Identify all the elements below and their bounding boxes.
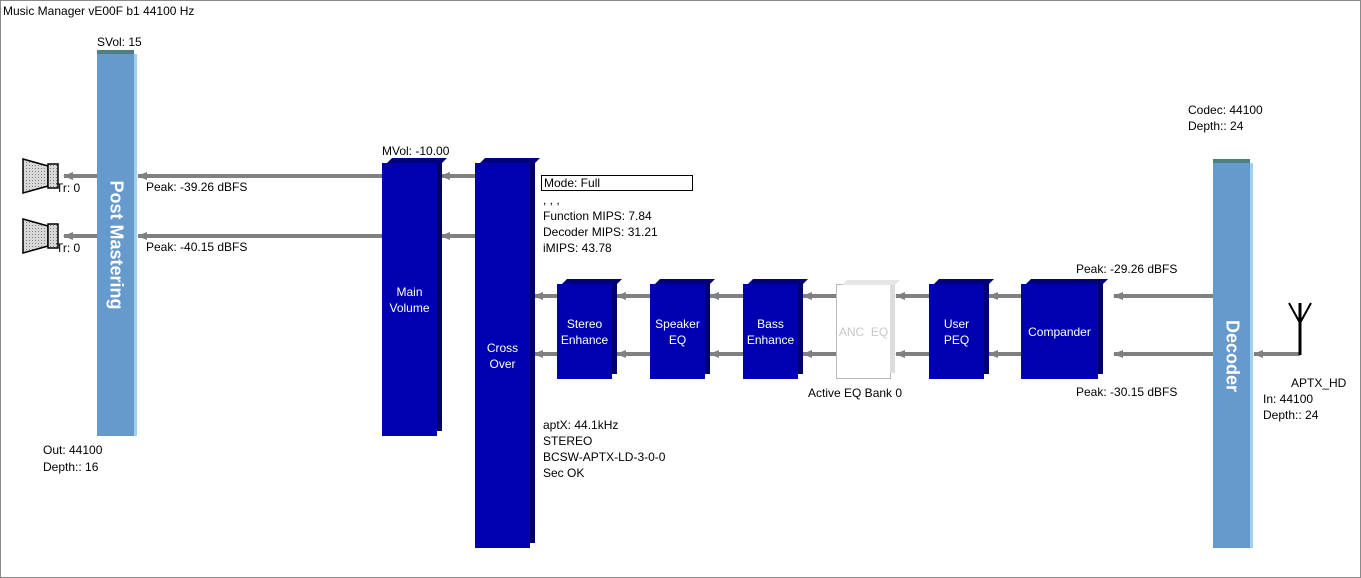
anc-eq-block[interactable]: ANC EQ — [836, 284, 895, 379]
compander-block[interactable]: Compander — [1021, 284, 1103, 379]
peak-out-right: Peak: -40.15 dBFS — [146, 240, 248, 254]
decoder-block[interactable]: Decoder — [1213, 159, 1253, 548]
bass-enhance-label: Bass — [757, 316, 784, 331]
svol-label: SVol: 15 — [97, 35, 142, 49]
speaker-trim-label: Tr: 0 — [56, 181, 81, 195]
peak-out-left: Peak: -39.26 dBFS — [146, 180, 248, 194]
mvol-label: MVol: -10.00 — [382, 144, 450, 158]
crossover-label: Cross — [486, 340, 519, 355]
out-rate-label: Out: 44100 — [43, 443, 103, 457]
build-id: BCSW-APTX-LD-3-0-0 — [543, 450, 666, 464]
compander-label: Compander — [1028, 324, 1091, 339]
main-volume-label: Volume — [389, 300, 430, 315]
codec-depth-label: Depth:: 24 — [1188, 119, 1244, 133]
codec-rate: aptX: 44.1kHz — [543, 418, 619, 432]
input-rate: In: 44100 — [1263, 392, 1314, 406]
bass-enhance-label: Enhance — [746, 332, 795, 347]
imips: iMIPS: 43.78 — [543, 241, 612, 255]
stereo-enhance-label: Stereo — [566, 316, 603, 331]
info-dots: , , , — [543, 193, 560, 207]
speaker-icon[interactable] — [20, 216, 62, 256]
main-volume-label: Main — [396, 284, 423, 299]
function-mips: Function MIPS: 7.84 — [543, 209, 652, 223]
active-eq-bank-label: Active EQ Bank 0 — [808, 386, 903, 400]
codec-label: Codec: 44100 — [1188, 103, 1263, 117]
input-name: APTX_HD — [1291, 376, 1347, 390]
window-title: Music Manager vE00F b1 44100 Hz — [3, 4, 195, 18]
antenna-icon[interactable] — [1286, 301, 1316, 357]
speaker-eq-label: Speaker — [655, 316, 700, 331]
anc-eq-label: ANC EQ — [838, 324, 889, 339]
security-status: Sec OK — [543, 466, 585, 480]
user-peq-label: PEQ — [943, 332, 970, 347]
input-depth: Depth:: 24 — [1263, 408, 1319, 422]
speaker-icon[interactable] — [20, 156, 62, 196]
crossover-label: Over — [489, 356, 516, 371]
peak-in-left: Peak: -29.26 dBFS — [1076, 262, 1178, 276]
stereo-enhance-label: Enhance — [560, 332, 609, 347]
speaker-trim-label: Tr: 0 — [56, 241, 81, 255]
decoder-mips: Decoder MIPS: 31.21 — [543, 225, 658, 239]
post-mastering-block[interactable]: Post Mastering — [97, 50, 137, 436]
mode-field[interactable]: Mode: Full — [541, 175, 693, 191]
speaker-eq-label: EQ — [668, 332, 687, 347]
decoder-label: Decoder — [1222, 319, 1242, 392]
post-mastering-label: Post Mastering — [106, 180, 126, 310]
peak-in-right: Peak: -30.15 dBFS — [1076, 385, 1178, 399]
channel-mode: STEREO — [543, 434, 593, 448]
out-depth-label: Depth:: 16 — [43, 460, 99, 474]
user-peq-label: User — [943, 316, 970, 331]
